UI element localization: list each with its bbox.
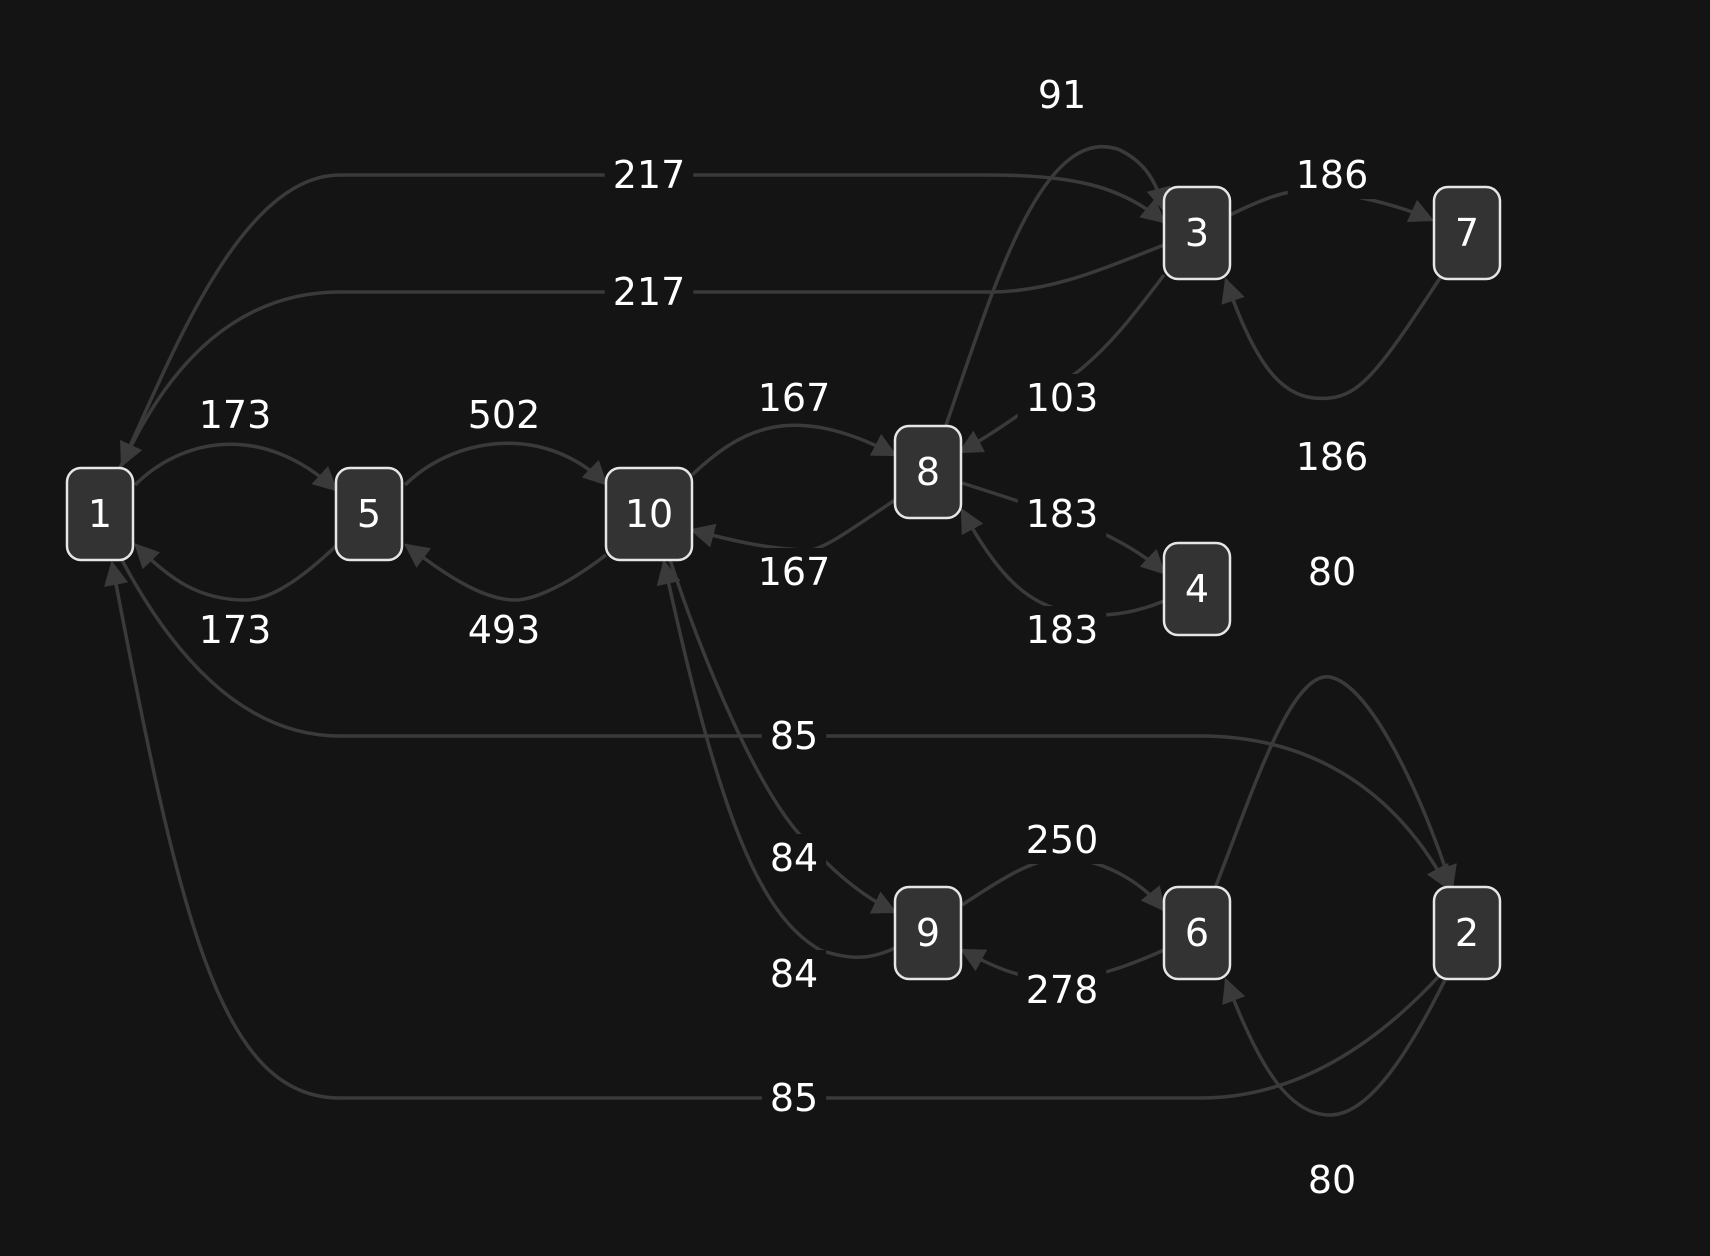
node-box xyxy=(1162,185,1232,281)
edge-label-background xyxy=(761,1074,827,1122)
edge-7-to-3 xyxy=(1221,277,1442,401)
edge-label-background xyxy=(749,548,839,596)
edge-label-4-to-8: 183 xyxy=(1026,608,1099,652)
edge-label-7-to-3: 186 xyxy=(1296,435,1369,479)
edge-9-to-10 xyxy=(656,559,896,959)
node-2[interactable]: 2 xyxy=(1432,885,1502,981)
edge-8-to-3 xyxy=(943,145,1171,429)
edge-label-8-to-4: 183 xyxy=(1026,492,1099,536)
node-6[interactable]: 6 xyxy=(1162,885,1232,981)
node-label: 4 xyxy=(1185,567,1209,611)
edge-label-background xyxy=(604,151,694,199)
edge-label-5-to-1: 173 xyxy=(199,608,272,652)
edge-label-6-to-9: 278 xyxy=(1026,968,1099,1012)
node-box xyxy=(893,885,963,981)
node-label: 8 xyxy=(916,450,940,494)
edge-label-3-to-1: 217 xyxy=(613,270,686,314)
edge-label-background xyxy=(761,834,827,882)
edge-label-9-to-10: 84 xyxy=(770,952,818,996)
edge-10-to-9 xyxy=(668,559,898,914)
edge-label-background xyxy=(1299,548,1365,596)
edge-label-background xyxy=(1017,816,1107,864)
edge-label-background xyxy=(1017,490,1107,538)
edge-label-background xyxy=(1287,151,1377,199)
edge-label-background xyxy=(749,374,839,422)
edge-6-to-2 xyxy=(1213,675,1457,891)
edge-label-2-to-1: 85 xyxy=(770,1076,818,1120)
nodes-layer: 1 5 10 8 3 7 4 9 6 2 xyxy=(65,185,1502,981)
edge-1-to-5 xyxy=(133,442,338,492)
edge-label-background xyxy=(761,950,827,998)
edge-2-to-1 xyxy=(104,560,1442,1100)
edge-5-to-1 xyxy=(134,543,338,602)
node-box xyxy=(1432,885,1502,981)
node-label: 10 xyxy=(625,492,673,536)
edge-label-3-to-8: 103 xyxy=(1026,376,1099,420)
edge-label-background xyxy=(1299,1156,1365,1204)
edge-10-to-8 xyxy=(690,423,898,477)
edge-label-background xyxy=(459,606,549,654)
edge-label-background xyxy=(190,606,280,654)
node-5[interactable]: 5 xyxy=(334,466,404,562)
edge-label-background xyxy=(190,391,280,439)
node-9[interactable]: 9 xyxy=(893,885,963,981)
edge-label-3-to-7: 186 xyxy=(1296,153,1369,197)
edge-label-1-to-5: 173 xyxy=(199,393,272,437)
edge-labels-layer: 1731735024931671672172179110318618618318… xyxy=(190,71,1377,1204)
node-label: 9 xyxy=(916,911,940,955)
edge-label-10-to-8: 167 xyxy=(758,376,831,420)
edge-8-to-10 xyxy=(689,498,896,552)
node-10[interactable]: 10 xyxy=(604,466,694,562)
edge-label-10-to-5: 493 xyxy=(468,608,541,652)
node-label: 7 xyxy=(1455,211,1479,255)
node-label: 5 xyxy=(357,492,381,536)
node-7[interactable]: 7 xyxy=(1432,185,1502,281)
node-3[interactable]: 3 xyxy=(1162,185,1232,281)
edge-label-8-to-3: 91 xyxy=(1038,73,1086,117)
node-4[interactable]: 4 xyxy=(1162,541,1232,637)
edge-label-1-to-2: 85 xyxy=(770,714,818,758)
edge-9-to-6 xyxy=(961,856,1166,912)
edge-label-1-to-3: 217 xyxy=(613,153,686,197)
node-box xyxy=(1162,885,1232,981)
edge-label-background xyxy=(1029,71,1095,119)
node-box xyxy=(1162,541,1232,637)
edge-5-to-10 xyxy=(403,441,608,487)
edge-10-to-5 xyxy=(404,543,608,602)
edge-label-8-to-10: 167 xyxy=(758,550,831,594)
edge-2-to-6 xyxy=(1222,977,1448,1117)
node-box xyxy=(334,466,404,562)
edge-label-background xyxy=(1017,606,1107,654)
edge-label-background xyxy=(604,268,694,316)
edge-label-background xyxy=(761,712,827,760)
edge-3-to-8 xyxy=(957,273,1166,454)
edge-label-10-to-9: 84 xyxy=(770,836,818,880)
node-label: 6 xyxy=(1185,911,1209,955)
node-label: 3 xyxy=(1185,211,1209,255)
edge-label-6-to-2: 80 xyxy=(1308,550,1356,594)
edge-3-to-1 xyxy=(120,243,1165,468)
edge-label-5-to-10: 502 xyxy=(468,393,541,437)
node-box xyxy=(604,466,694,562)
node-box xyxy=(1432,185,1502,281)
node-label: 1 xyxy=(88,492,112,536)
edge-label-background xyxy=(1017,374,1107,422)
node-box xyxy=(65,466,135,562)
node-1[interactable]: 1 xyxy=(65,466,135,562)
edge-label-2-to-6: 80 xyxy=(1308,1158,1356,1202)
edge-label-background xyxy=(1017,966,1107,1014)
edge-label-background xyxy=(459,391,549,439)
edge-1-to-3 xyxy=(118,173,1166,469)
node-box xyxy=(893,424,963,520)
edge-label-background xyxy=(1287,433,1377,481)
node-label: 2 xyxy=(1455,911,1479,955)
node-8[interactable]: 8 xyxy=(893,424,963,520)
edge-label-9-to-6: 250 xyxy=(1026,818,1099,862)
